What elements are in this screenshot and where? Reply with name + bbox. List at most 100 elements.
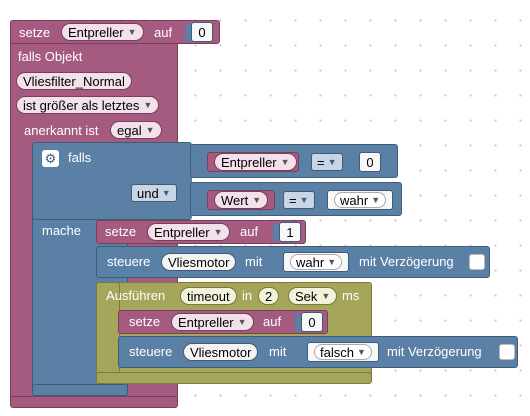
input-notch — [277, 254, 283, 272]
if-label: falls — [68, 150, 92, 165]
control-value-field[interactable]: wahr ▼ — [283, 252, 350, 272]
variable-name: Entpreller — [154, 224, 210, 240]
trigger-block-footer — [10, 396, 178, 408]
boolean-dropdown[interactable]: wahr ▼ — [290, 254, 343, 270]
chevron-down-icon: ▼ — [371, 195, 381, 205]
acknowledged-dropdown[interactable]: egal ▼ — [110, 121, 162, 139]
gear-icon[interactable]: ⚙ — [42, 150, 59, 167]
input-notch — [321, 191, 327, 209]
boolean-dropdown-2[interactable]: wahr ▼ — [334, 192, 387, 208]
set-label: setze — [19, 25, 51, 40]
control-label: steuere — [107, 254, 151, 269]
with-label: mit — [245, 254, 263, 269]
compare-block-1[interactable]: Entpreller ▼ = ▼ 0 — [190, 144, 398, 178]
timeout-name-field[interactable]: timeout — [180, 287, 237, 305]
control-label: steuere — [129, 344, 173, 359]
to-label: auf — [263, 314, 282, 329]
ms-label: ms — [342, 288, 360, 303]
timeout-amount-field[interactable]: 2 — [258, 287, 280, 305]
timeout-amount-text: 2 — [265, 288, 273, 304]
chevron-down-icon: ▼ — [280, 157, 290, 167]
and-dropdown[interactable]: und ▼ — [131, 184, 177, 202]
delay-label: mit Verzögerung — [359, 254, 454, 269]
control-block-1[interactable]: steuere Vliesmotor mit wahr ▼ mit Verzög… — [96, 246, 490, 278]
chevron-down-icon: ▼ — [299, 195, 309, 205]
chevron-down-icon: ▼ — [143, 100, 153, 110]
condition-text: ist größer als letztes — [23, 97, 140, 113]
if-block-footer — [32, 384, 128, 396]
variable-name: Entpreller — [68, 24, 124, 40]
value-text-1: 0 — [366, 154, 374, 170]
value-text: 1 — [286, 224, 294, 240]
variable-dropdown-2[interactable]: Wert ▼ — [214, 191, 269, 209]
operator-dropdown-1[interactable]: = ▼ — [311, 153, 343, 171]
variable-dropdown[interactable]: Entpreller ▼ — [61, 23, 144, 41]
object-id-field[interactable]: Vliesfilter_Normal — [16, 72, 132, 90]
set-entpreller-top-block[interactable]: setze Entpreller ▼ auf 0 — [10, 20, 220, 44]
variable-name-1: Entpreller — [221, 154, 277, 170]
value-field-1[interactable]: 0 — [359, 152, 381, 172]
chevron-down-icon: ▼ — [161, 188, 171, 198]
value-field-2[interactable]: wahr ▼ — [327, 190, 394, 210]
delay-checkbox[interactable] — [469, 254, 485, 270]
variable-dropdown-1[interactable]: Entpreller ▼ — [214, 153, 297, 171]
set-entpreller-block-1[interactable]: setze Entpreller ▼ auf 1 — [96, 220, 306, 244]
control-block-2[interactable]: steuere Vliesmotor mit falsch ▼ mit Verz… — [118, 336, 518, 368]
variable-name: Entpreller — [178, 314, 234, 330]
value-field[interactable]: 0 — [191, 22, 213, 42]
timeout-unit-dropdown[interactable]: Sek ▼ — [288, 287, 338, 305]
timeout-block-footer — [96, 372, 372, 384]
if-object-label: falls Objekt — [18, 49, 83, 64]
with-label: mit — [269, 344, 287, 359]
control-value-text: wahr — [296, 254, 325, 270]
variable-name-2: Wert — [221, 192, 249, 208]
input-notch — [273, 224, 279, 242]
value-text-2: wahr — [340, 192, 369, 208]
chevron-down-icon: ▼ — [127, 27, 137, 37]
and-label: und — [137, 185, 159, 201]
variable-dropdown[interactable]: Entpreller ▼ — [147, 223, 230, 241]
value-field[interactable]: 1 — [279, 222, 301, 242]
delay-checkbox[interactable] — [499, 344, 515, 360]
value-field[interactable]: 0 — [301, 312, 323, 332]
control-value-field[interactable]: falsch ▼ — [307, 342, 379, 362]
compare-block-2[interactable]: Wert ▼ = ▼ wahr ▼ — [190, 182, 402, 216]
acknowledged-label: anerkannt ist — [24, 123, 99, 138]
variable-dropdown[interactable]: Entpreller ▼ — [171, 313, 254, 331]
timeout-name-text: timeout — [187, 288, 230, 304]
chevron-down-icon: ▼ — [327, 257, 337, 267]
set-label: setze — [105, 224, 137, 239]
target-object-field[interactable]: Vliesmotor — [183, 343, 259, 361]
variable-getter-1[interactable]: Entpreller ▼ — [207, 152, 299, 172]
boolean-dropdown[interactable]: falsch ▼ — [314, 344, 372, 360]
chevron-down-icon: ▼ — [327, 157, 337, 167]
condition-dropdown[interactable]: ist größer als letztes ▼ — [16, 96, 160, 114]
input-notch — [353, 153, 359, 171]
operator-dropdown-2[interactable]: = ▼ — [283, 191, 315, 209]
do-label: mache — [42, 223, 82, 238]
set-entpreller-block-2[interactable]: setze Entpreller ▼ auf 0 — [118, 310, 328, 334]
chevron-down-icon: ▼ — [356, 347, 366, 357]
set-label: setze — [129, 314, 161, 329]
operator-2: = — [289, 192, 297, 208]
in-label: in — [242, 288, 253, 303]
chevron-down-icon: ▼ — [213, 227, 223, 237]
variable-getter-2[interactable]: Wert ▼ — [207, 190, 275, 210]
value-text: 0 — [198, 24, 206, 40]
target-object-text: Vliesmotor — [190, 344, 252, 360]
operator-1: = — [317, 154, 325, 170]
chevron-down-icon: ▼ — [321, 291, 331, 301]
input-notch — [295, 314, 301, 332]
chevron-down-icon: ▼ — [237, 317, 247, 327]
to-label: auf — [240, 224, 259, 239]
input-notch — [185, 24, 191, 42]
chevron-down-icon: ▼ — [252, 195, 262, 205]
target-object-text: Vliesmotor — [168, 254, 230, 270]
chevron-down-icon: ▼ — [145, 125, 155, 135]
object-id-text: Vliesfilter_Normal — [23, 73, 125, 89]
target-object-field[interactable]: Vliesmotor — [161, 253, 237, 271]
control-value-text: falsch — [320, 344, 354, 360]
timeout-block-spine — [96, 282, 120, 382]
timeout-unit-text: Sek — [295, 288, 318, 304]
delay-label: mit Verzögerung — [387, 344, 482, 359]
